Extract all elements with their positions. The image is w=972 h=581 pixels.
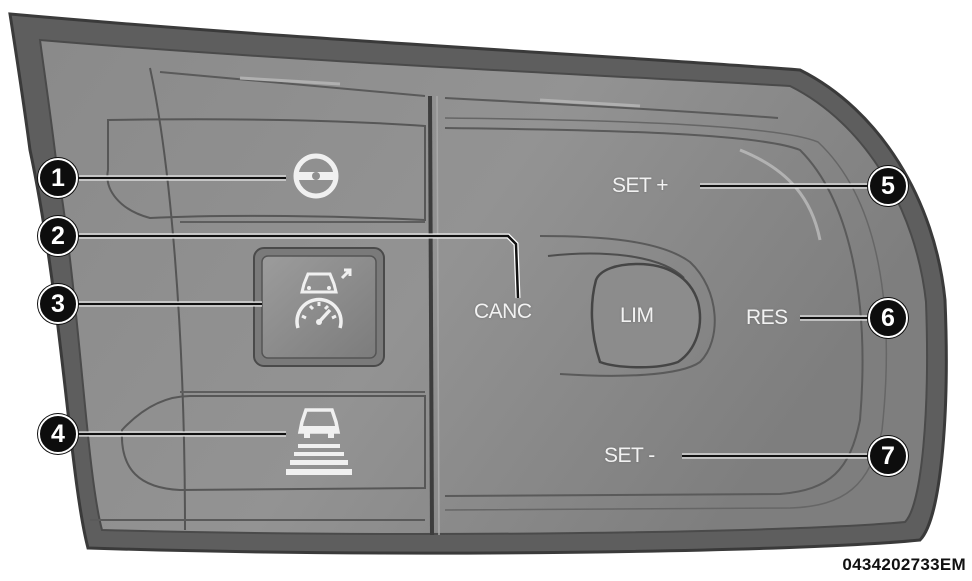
cruise-control-icon [295, 268, 352, 329]
steering-wheel-icon [293, 153, 339, 199]
lim-rocker-surround [539, 235, 716, 377]
callout-6: 6 [868, 298, 908, 338]
figure-code: 0434202733EM [842, 555, 966, 574]
callout-4: 4 [38, 414, 78, 454]
callout-2: 2 [38, 216, 78, 256]
cruise-control-button[interactable] [252, 246, 386, 368]
callout-1: 1 [38, 158, 78, 198]
canc-label: CANC [474, 300, 532, 323]
set-plus-label: SET + [612, 174, 669, 197]
steering-wheel-button[interactable] [280, 148, 352, 204]
lim-button[interactable]: LIM [586, 262, 706, 372]
callout-7: 7 [868, 436, 908, 476]
set-minus-label: SET - [604, 444, 655, 467]
callout-5: 5 [868, 166, 908, 206]
distance-setting-button[interactable] [284, 406, 354, 478]
res-label: RES [746, 306, 788, 329]
panel-face [38, 38, 929, 535]
car-distance-icon [286, 408, 352, 475]
lim-label: LIM [620, 304, 654, 327]
callout-3: 3 [38, 284, 78, 324]
